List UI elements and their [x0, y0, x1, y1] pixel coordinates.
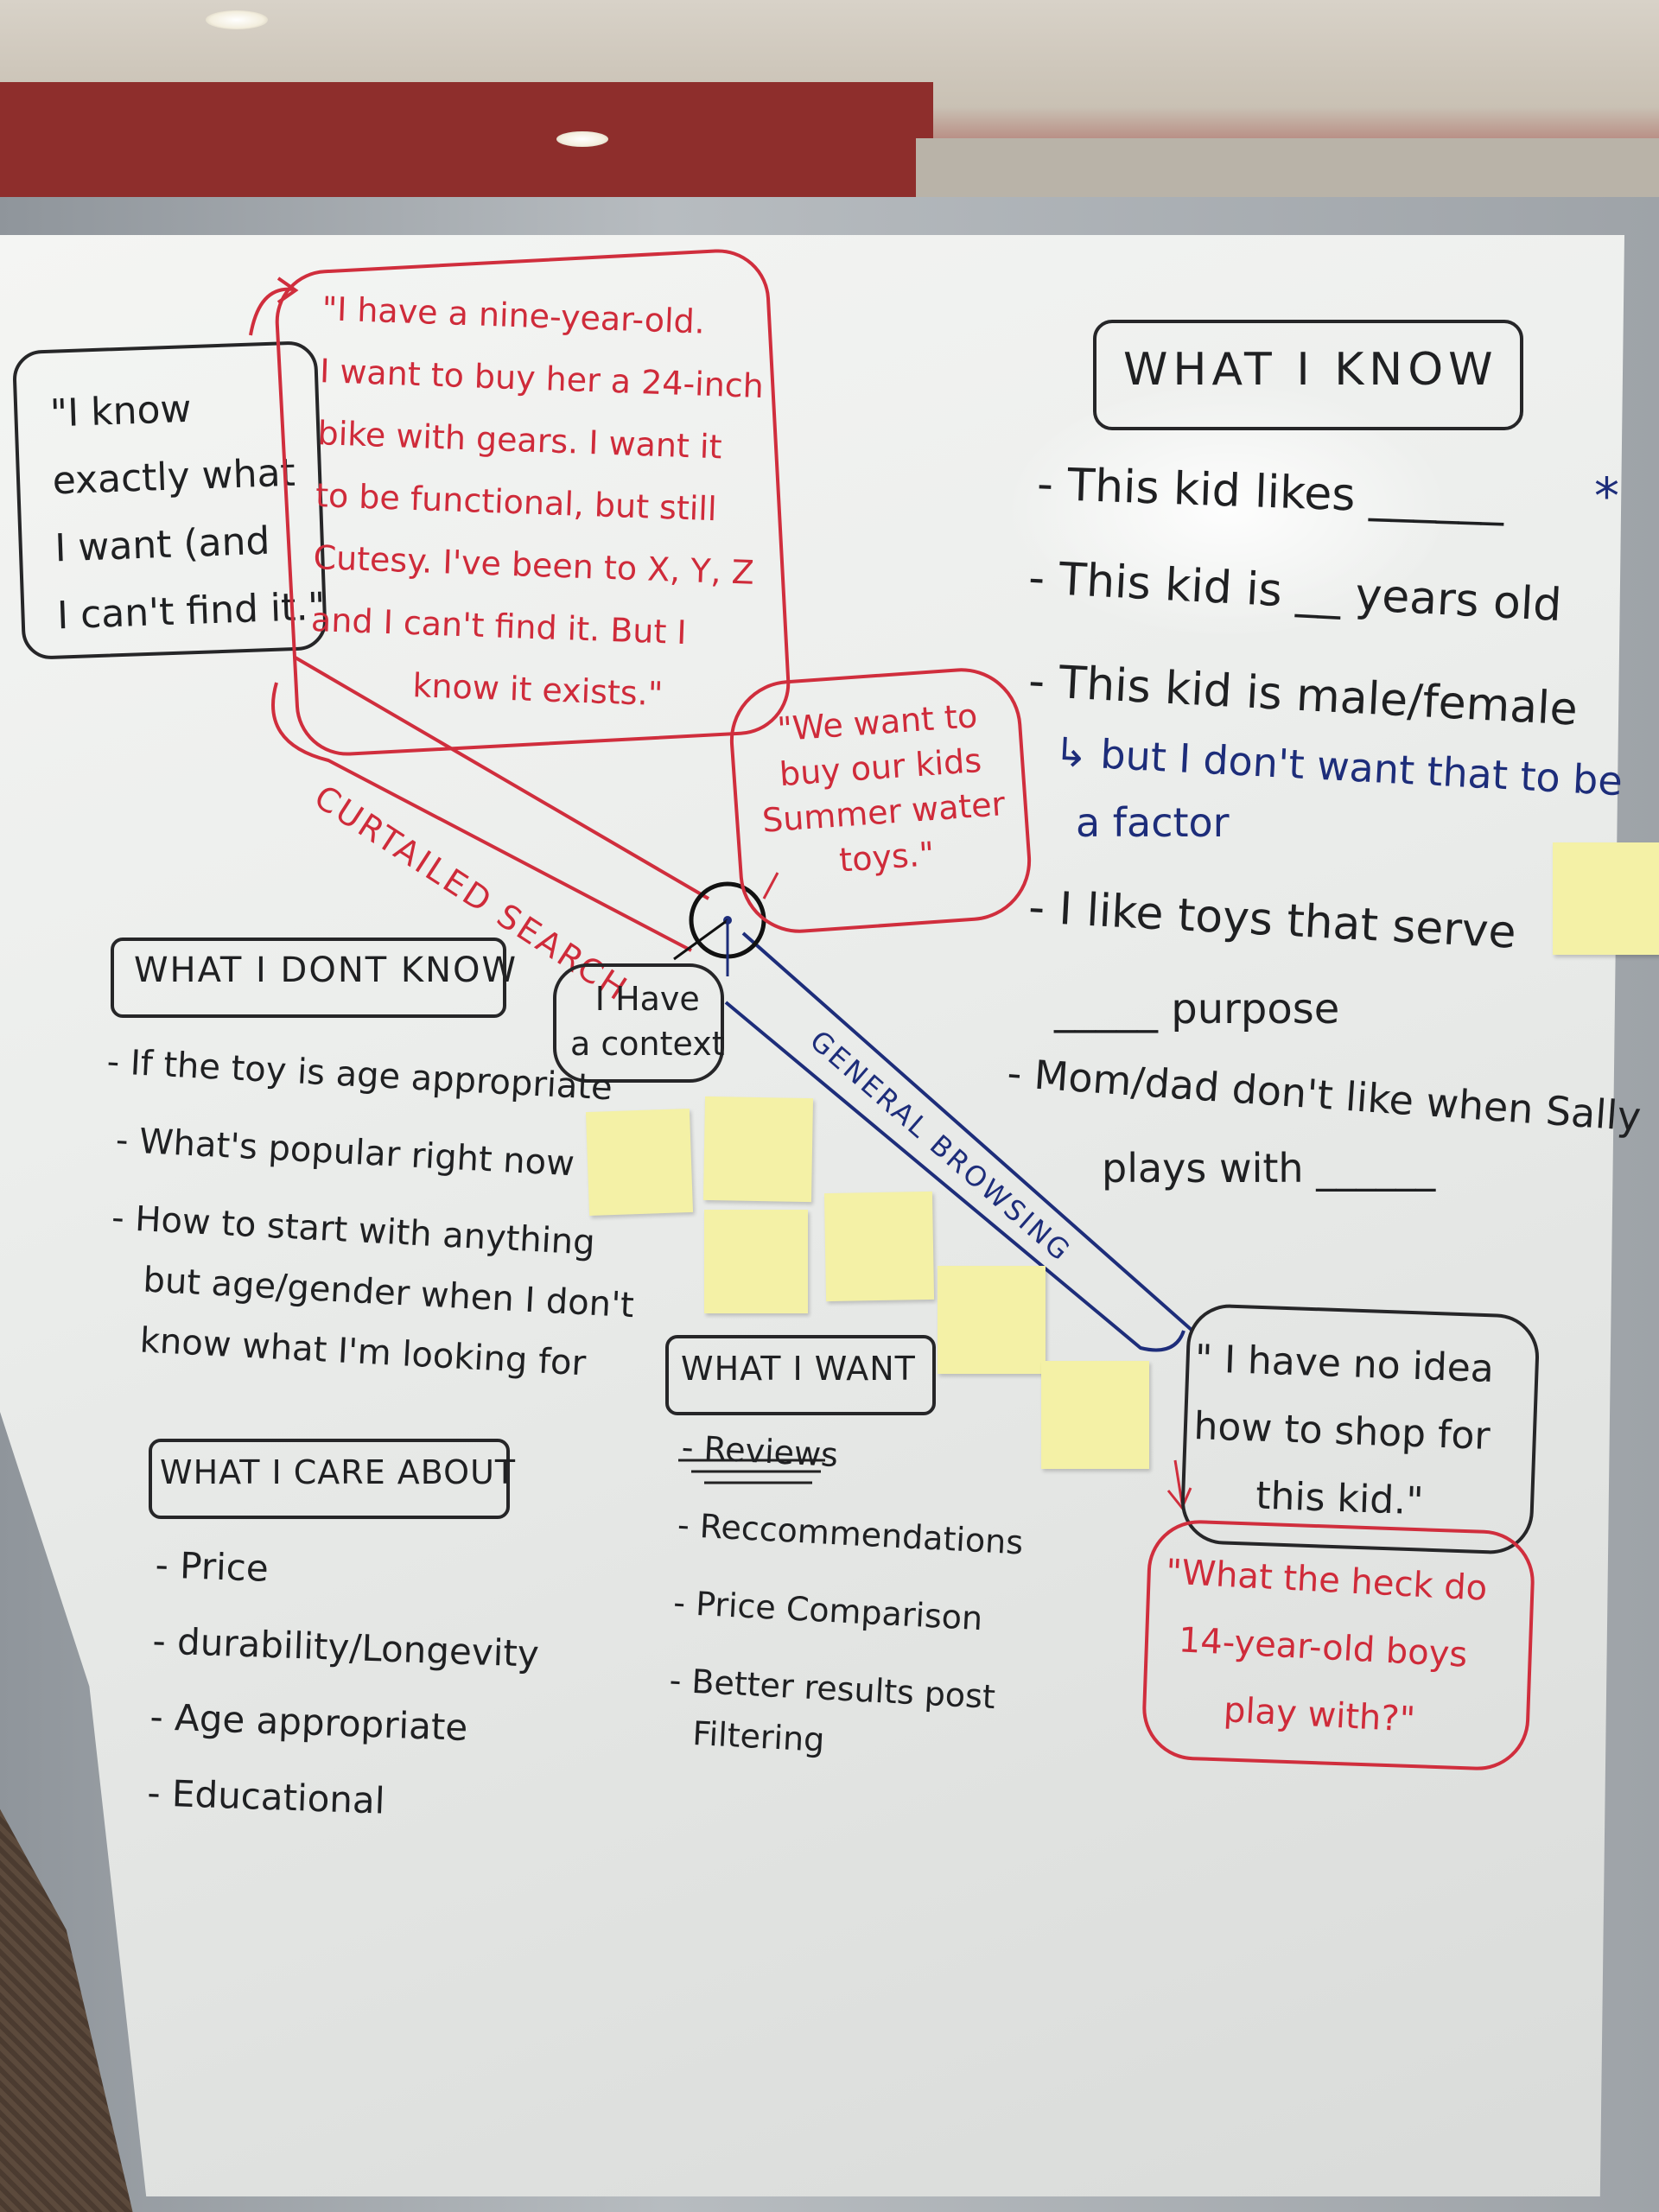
- sticky-note: [938, 1266, 1046, 1374]
- context-line: I Have: [594, 980, 700, 1018]
- quote-water-toys: "We want to buy our kids Summer water to…: [754, 691, 1009, 887]
- ceiling-light: [556, 131, 608, 147]
- red-wall: [0, 82, 933, 203]
- ceiling-light: [206, 10, 268, 29]
- heading-what-i-care-about: WHAT I CARE ABOUT: [160, 1453, 517, 1491]
- heading-what-i-want: WHAT I WANT: [681, 1350, 916, 1388]
- quote-no-idea: " I have no idea how to shop for this ki…: [1189, 1325, 1495, 1538]
- list-item: - durability/Longevity: [151, 1619, 540, 1675]
- sticky-note: [704, 1210, 808, 1313]
- dont-know-list: - If the toy is age appropriate - What's…: [91, 1023, 647, 1405]
- care-list: - Price - durability/Longevity - Age app…: [146, 1527, 543, 1844]
- star-icon: *: [1594, 467, 1619, 525]
- context-line: a context: [570, 1025, 725, 1063]
- list-item: - Age appropriate: [149, 1695, 469, 1749]
- know-line-gender-note-2: a factor: [1076, 799, 1230, 846]
- heading-box-what-i-care-about: [149, 1439, 510, 1519]
- sticky-note: [823, 1191, 935, 1302]
- quote-14-year-old: "What the heck do 14-year-old boys play …: [1157, 1538, 1489, 1757]
- quote-line: how to shop for: [1192, 1404, 1491, 1459]
- heading-what-i-dont-know: WHAT I DONT KNOW: [134, 950, 518, 990]
- want-list: - Reviews - Reccommendations - Price Com…: [664, 1408, 1029, 1789]
- quote-bike: "I have a nine-year-old. I want to buy h…: [308, 277, 766, 728]
- list-item: - Price: [154, 1543, 270, 1590]
- sticky-note: [585, 1108, 694, 1217]
- sticky-note: [702, 1096, 814, 1203]
- heading-box-what-i-want: [665, 1335, 936, 1415]
- sticky-note: [1553, 842, 1659, 955]
- heading-what-i-know: WHAT I KNOW: [1123, 344, 1498, 396]
- list-item: - Educational: [146, 1771, 386, 1822]
- sticky-note: [1041, 1361, 1149, 1469]
- back-wall: [916, 138, 1659, 203]
- heading-box-what-i-know: [1093, 320, 1523, 430]
- context-box: [553, 963, 724, 1083]
- quote-line: I can't find it.": [56, 584, 327, 639]
- quote-line: I want (and: [54, 518, 271, 571]
- know-line-purpose-2: _____ purpose: [1054, 985, 1340, 1033]
- know-line-sally-2: plays with ______: [1102, 1145, 1436, 1192]
- light-glare: [1002, 380, 1452, 639]
- heading-box-what-i-dont-know: [111, 938, 506, 1018]
- quote-line: " I have no idea: [1193, 1337, 1495, 1392]
- context-label: I Have a context: [570, 976, 725, 1066]
